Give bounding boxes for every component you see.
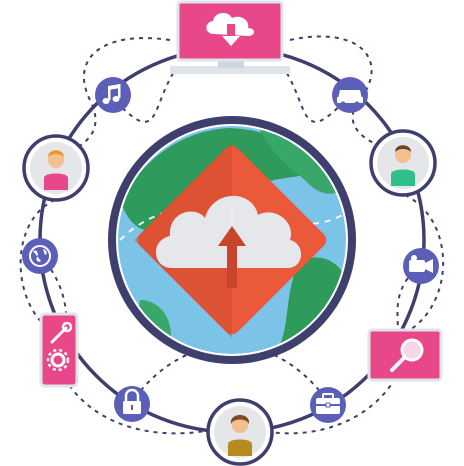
user-avatar-gold (206, 398, 274, 466)
user-avatar-green (369, 129, 437, 197)
car-icon (332, 77, 368, 113)
globe-icon (22, 238, 58, 274)
monitor-download-icon (170, 0, 290, 74)
search-tablet-icon (367, 328, 443, 382)
briefcase-icon (310, 387, 346, 423)
lock-icon (114, 386, 150, 422)
cloud-upload-icon (134, 142, 327, 338)
video-camera-icon (403, 248, 439, 284)
music-note-icon (95, 77, 131, 113)
user-avatar-pink (22, 134, 90, 202)
settings-phone-icon (39, 312, 79, 388)
